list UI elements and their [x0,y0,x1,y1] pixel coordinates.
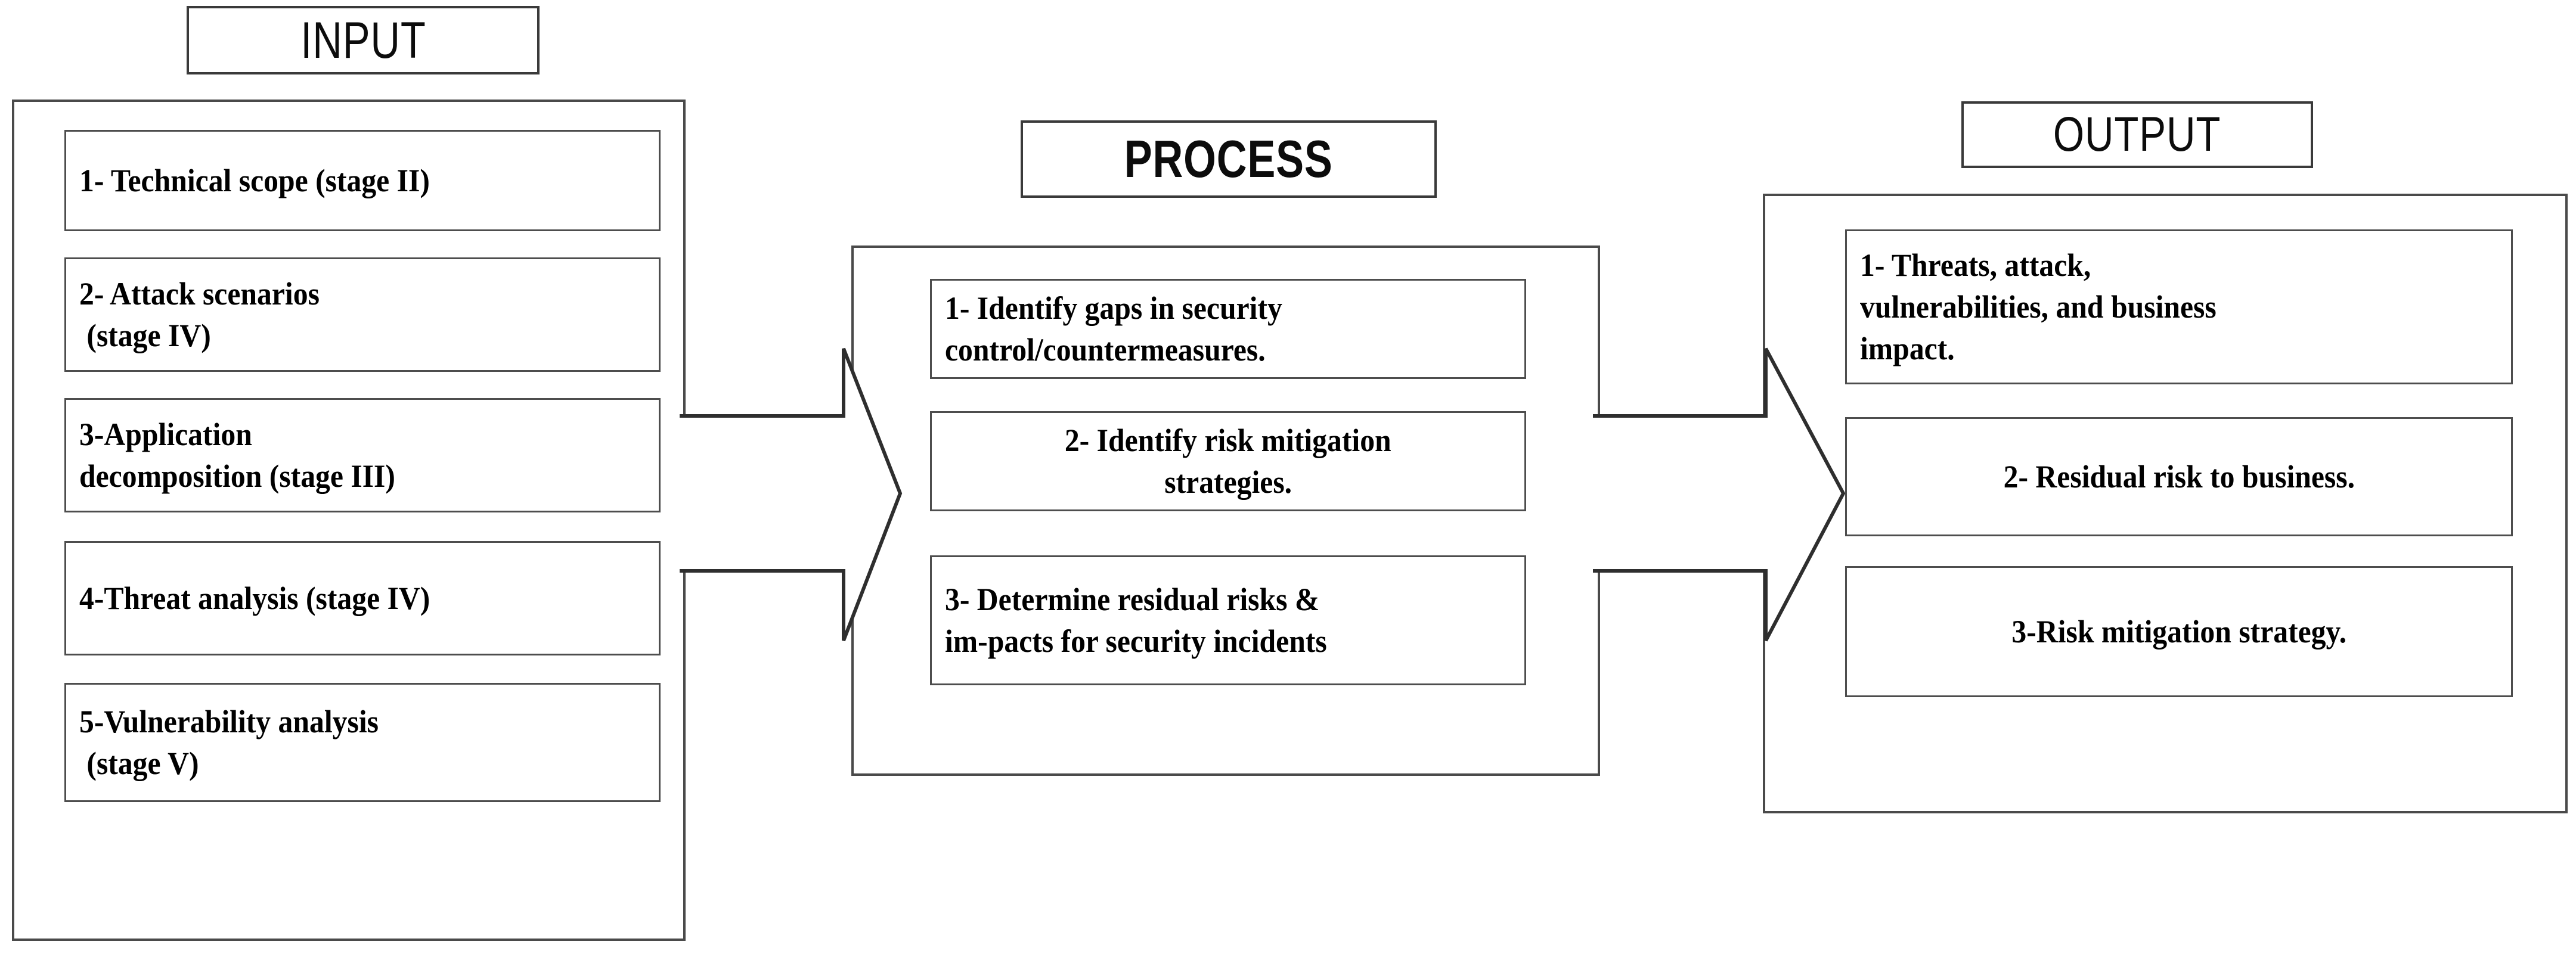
output-item-1-line-1: 1- Threats, attack, [1860,247,2091,283]
input-item-2-line-2: (stage IV) [79,318,211,353]
input-item-2-line-1: 2- Attack scenarios [79,275,320,312]
arrow-right-icon [680,347,903,642]
input-item-5-line-2: (stage V) [79,745,199,781]
connector-arrow-process-to-output [1593,327,1849,660]
output-item-2: 2- Residual risk to business. [1845,417,2513,536]
process-item-3: 3- Determine residual risks & im-pacts f… [930,555,1526,685]
output-item-1-line-3: impact. [1860,331,1955,367]
input-item-1-line-1: 1- Technical scope (stage II) [79,162,430,198]
arrow-right-icon [1593,347,1846,642]
input-item-3: 3-Application decomposition (stage III) [64,398,661,512]
output-item-2-line-1: 2- Residual risk to business. [2003,458,2355,495]
process-item-1: 1- Identify gaps in security control/cou… [930,279,1526,379]
process-item-1-line-1: 1- Identify gaps in security [945,290,1282,326]
input-item-3-line-1: 3-Application [79,416,252,452]
input-item-2: 2- Attack scenarios (stage IV) [64,257,661,372]
process-item-2: 2- Identify risk mitigation strategies. [930,411,1526,511]
process-item-3-line-2: im-pacts for security incidents [945,623,1327,659]
input-item-1: 1- Technical scope (stage II) [64,130,661,231]
header-chip-output: OUTPUT [1961,101,2313,168]
process-item-2-line-1: 2- Identify risk mitigation [1065,422,1391,458]
header-chip-input: INPUT [187,6,540,74]
input-item-5: 5-Vulnerability analysis (stage V) [64,683,661,802]
input-item-3-line-2: decomposition (stage III) [79,458,395,494]
header-label-input: INPUT [300,11,426,69]
header-chip-process: PROCESS [1021,120,1437,198]
header-label-process: PROCESS [1124,129,1333,188]
output-item-1-line-2: vulnerabilities, and business [1860,288,2217,325]
process-item-3-line-1: 3- Determine residual risks & [945,581,1320,617]
process-item-2-line-2: strategies. [1164,464,1292,500]
output-item-3: 3-Risk mitigation strategy. [1845,566,2513,697]
output-item-1: 1- Threats, attack, vulnerabilities, and… [1845,229,2513,384]
input-item-4: 4-Threat analysis (stage IV) [64,541,661,655]
connector-arrow-input-to-process [680,327,906,660]
header-label-output: OUTPUT [2053,107,2221,161]
process-item-1-line-2: control/countermeasures. [945,332,1266,368]
input-item-4-line-1: 4-Threat analysis (stage IV) [79,580,430,616]
output-item-3-line-1: 3-Risk mitigation strategy. [2011,613,2346,650]
input-item-5-line-1: 5-Vulnerability analysis [79,703,379,739]
